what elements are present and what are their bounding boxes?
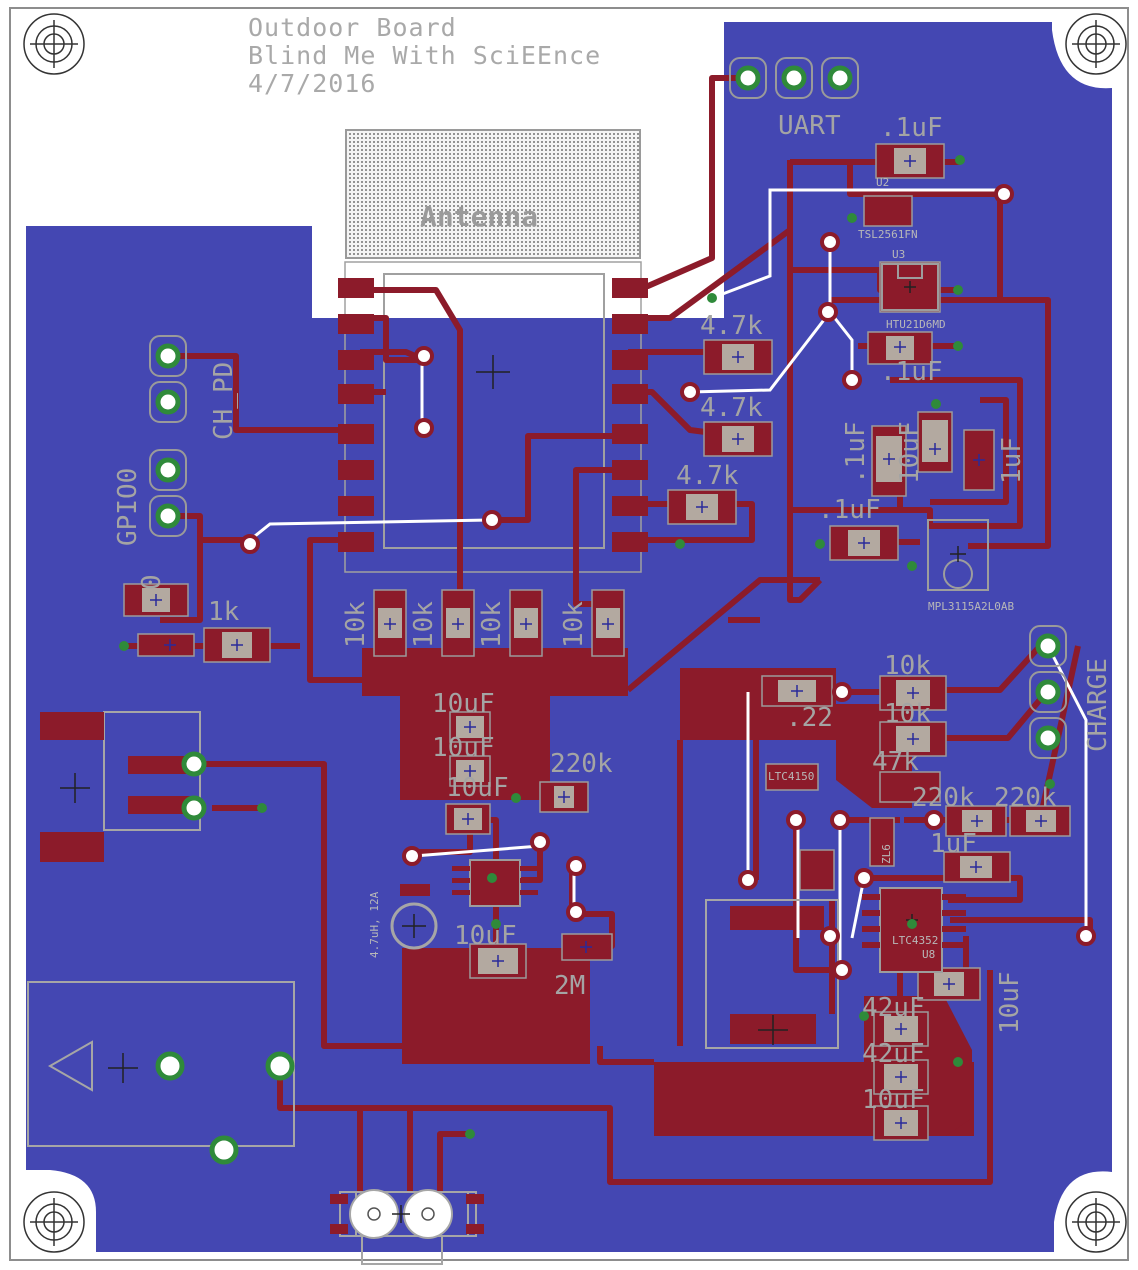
gpio0-label: GPIO0: [113, 468, 143, 546]
r-10k-2-label: 10k: [409, 601, 439, 648]
c-1uf-label: 1uF: [930, 829, 977, 859]
c-10uf-5-label: 10uF: [995, 971, 1025, 1034]
r-10k-1-label: 10k: [341, 601, 371, 648]
cap-v2-label: 10uF: [895, 421, 925, 484]
smd-components: [123, 143, 1071, 1141]
ic-ltc4352: [862, 887, 966, 973]
c-10uf-6-label: 10uF: [862, 1085, 925, 1115]
esp-pads-left: [338, 278, 374, 552]
u3-part-label: HTU21D6MD: [886, 318, 946, 331]
vias-green: [119, 155, 1055, 1139]
ch-pd-label: CH_PD: [209, 362, 239, 440]
cap-mid-label: .1uF: [880, 357, 943, 387]
u2-part-label: TSL2561FN: [858, 228, 918, 241]
r-2m-label: 2M: [554, 971, 585, 1001]
mounting-hole-bl: [23, 1191, 85, 1253]
c-42uf-1-label: 42uF: [862, 993, 925, 1023]
mounting-holes: [23, 13, 1127, 1253]
ic-u8-label: U8: [922, 948, 935, 961]
vias-white: [240, 184, 1096, 980]
r-10k-6-label: 10k: [884, 699, 931, 729]
r-10k-4-label: 10k: [559, 601, 589, 648]
mounting-hole-tl: [23, 13, 85, 75]
ic-ltc-label: LTC4352: [892, 934, 938, 947]
r-10k-5-label: 10k: [884, 651, 931, 681]
cap-v1-label: .1uF: [841, 421, 871, 484]
u4-part-label: MPL3115A2L0AB: [928, 600, 1014, 613]
arrow-symbol: [47, 1040, 93, 1092]
r-4k7-c-label: 4.7k: [676, 461, 739, 491]
cap-v3-label: 1uF: [997, 437, 1027, 484]
u3-label: U3: [892, 248, 905, 261]
uart-label: UART: [778, 111, 841, 141]
board-date: 4/7/2016: [248, 69, 376, 98]
antenna-region: [345, 129, 641, 259]
r-4k7-a-label: 4.7k: [700, 311, 763, 341]
board-subtitle: Blind Me With SciEEnce: [248, 41, 601, 70]
terminal-block: [330, 1189, 484, 1239]
r-220k-c-label: 220k: [994, 783, 1057, 813]
ic-zl-label: ZL6: [880, 844, 893, 864]
c-10uf-1-label: 10uF: [432, 689, 495, 719]
u2-label: U2: [876, 176, 889, 189]
silkscreen-labels: UART .1uF U2 TSL2561FN U3 HTU21D6MD 4.7k…: [113, 111, 1113, 1115]
c-10uf-4-label: 10uF: [454, 921, 517, 951]
ic-center: [452, 859, 538, 907]
ic-u3: [881, 263, 939, 311]
r-4k7-b-label: 4.7k: [700, 393, 763, 423]
charge-label: CHARGE: [1083, 658, 1113, 752]
c-10uf-2-label: 10uF: [432, 733, 495, 763]
r-zero-label: 0: [137, 574, 167, 590]
r-47k-label: 47k: [872, 747, 919, 777]
inductor-cross: [402, 914, 426, 938]
board-title: Outdoor Board: [248, 13, 457, 42]
mounting-hole-tr: [1065, 13, 1127, 75]
through-hole-pads: [149, 57, 1067, 1165]
inductor: [390, 884, 438, 950]
r-10k-3-label: 10k: [477, 601, 507, 648]
r-22-label: .22: [786, 703, 833, 733]
esp-center-cross: [476, 355, 510, 389]
r-220k-label: 220k: [550, 749, 613, 779]
c-10uf-3-label: 10uF: [446, 773, 509, 803]
antenna-label: Antenna: [420, 200, 538, 233]
esp-pads-right: [612, 278, 648, 552]
battery-connector: [40, 712, 194, 862]
esp-module-outline: [383, 273, 605, 549]
ic-small-label: LTC4150: [768, 770, 814, 783]
mounting-hole-br: [1065, 1191, 1127, 1253]
cap-u4-label: .1uF: [818, 495, 881, 525]
r-220k-b-label: 220k: [912, 783, 975, 813]
esp-module-body: [344, 261, 642, 573]
r-1k-label: 1k: [208, 597, 240, 627]
ltc-cross: [758, 1015, 788, 1045]
ic-u4: [927, 519, 989, 591]
arrow-cross: [108, 1053, 138, 1083]
c-42uf-2-label: 42uF: [862, 1039, 925, 1069]
cap-top-label: .1uF: [880, 113, 943, 143]
inductor-label: 4.7uH, 12A: [368, 891, 381, 958]
